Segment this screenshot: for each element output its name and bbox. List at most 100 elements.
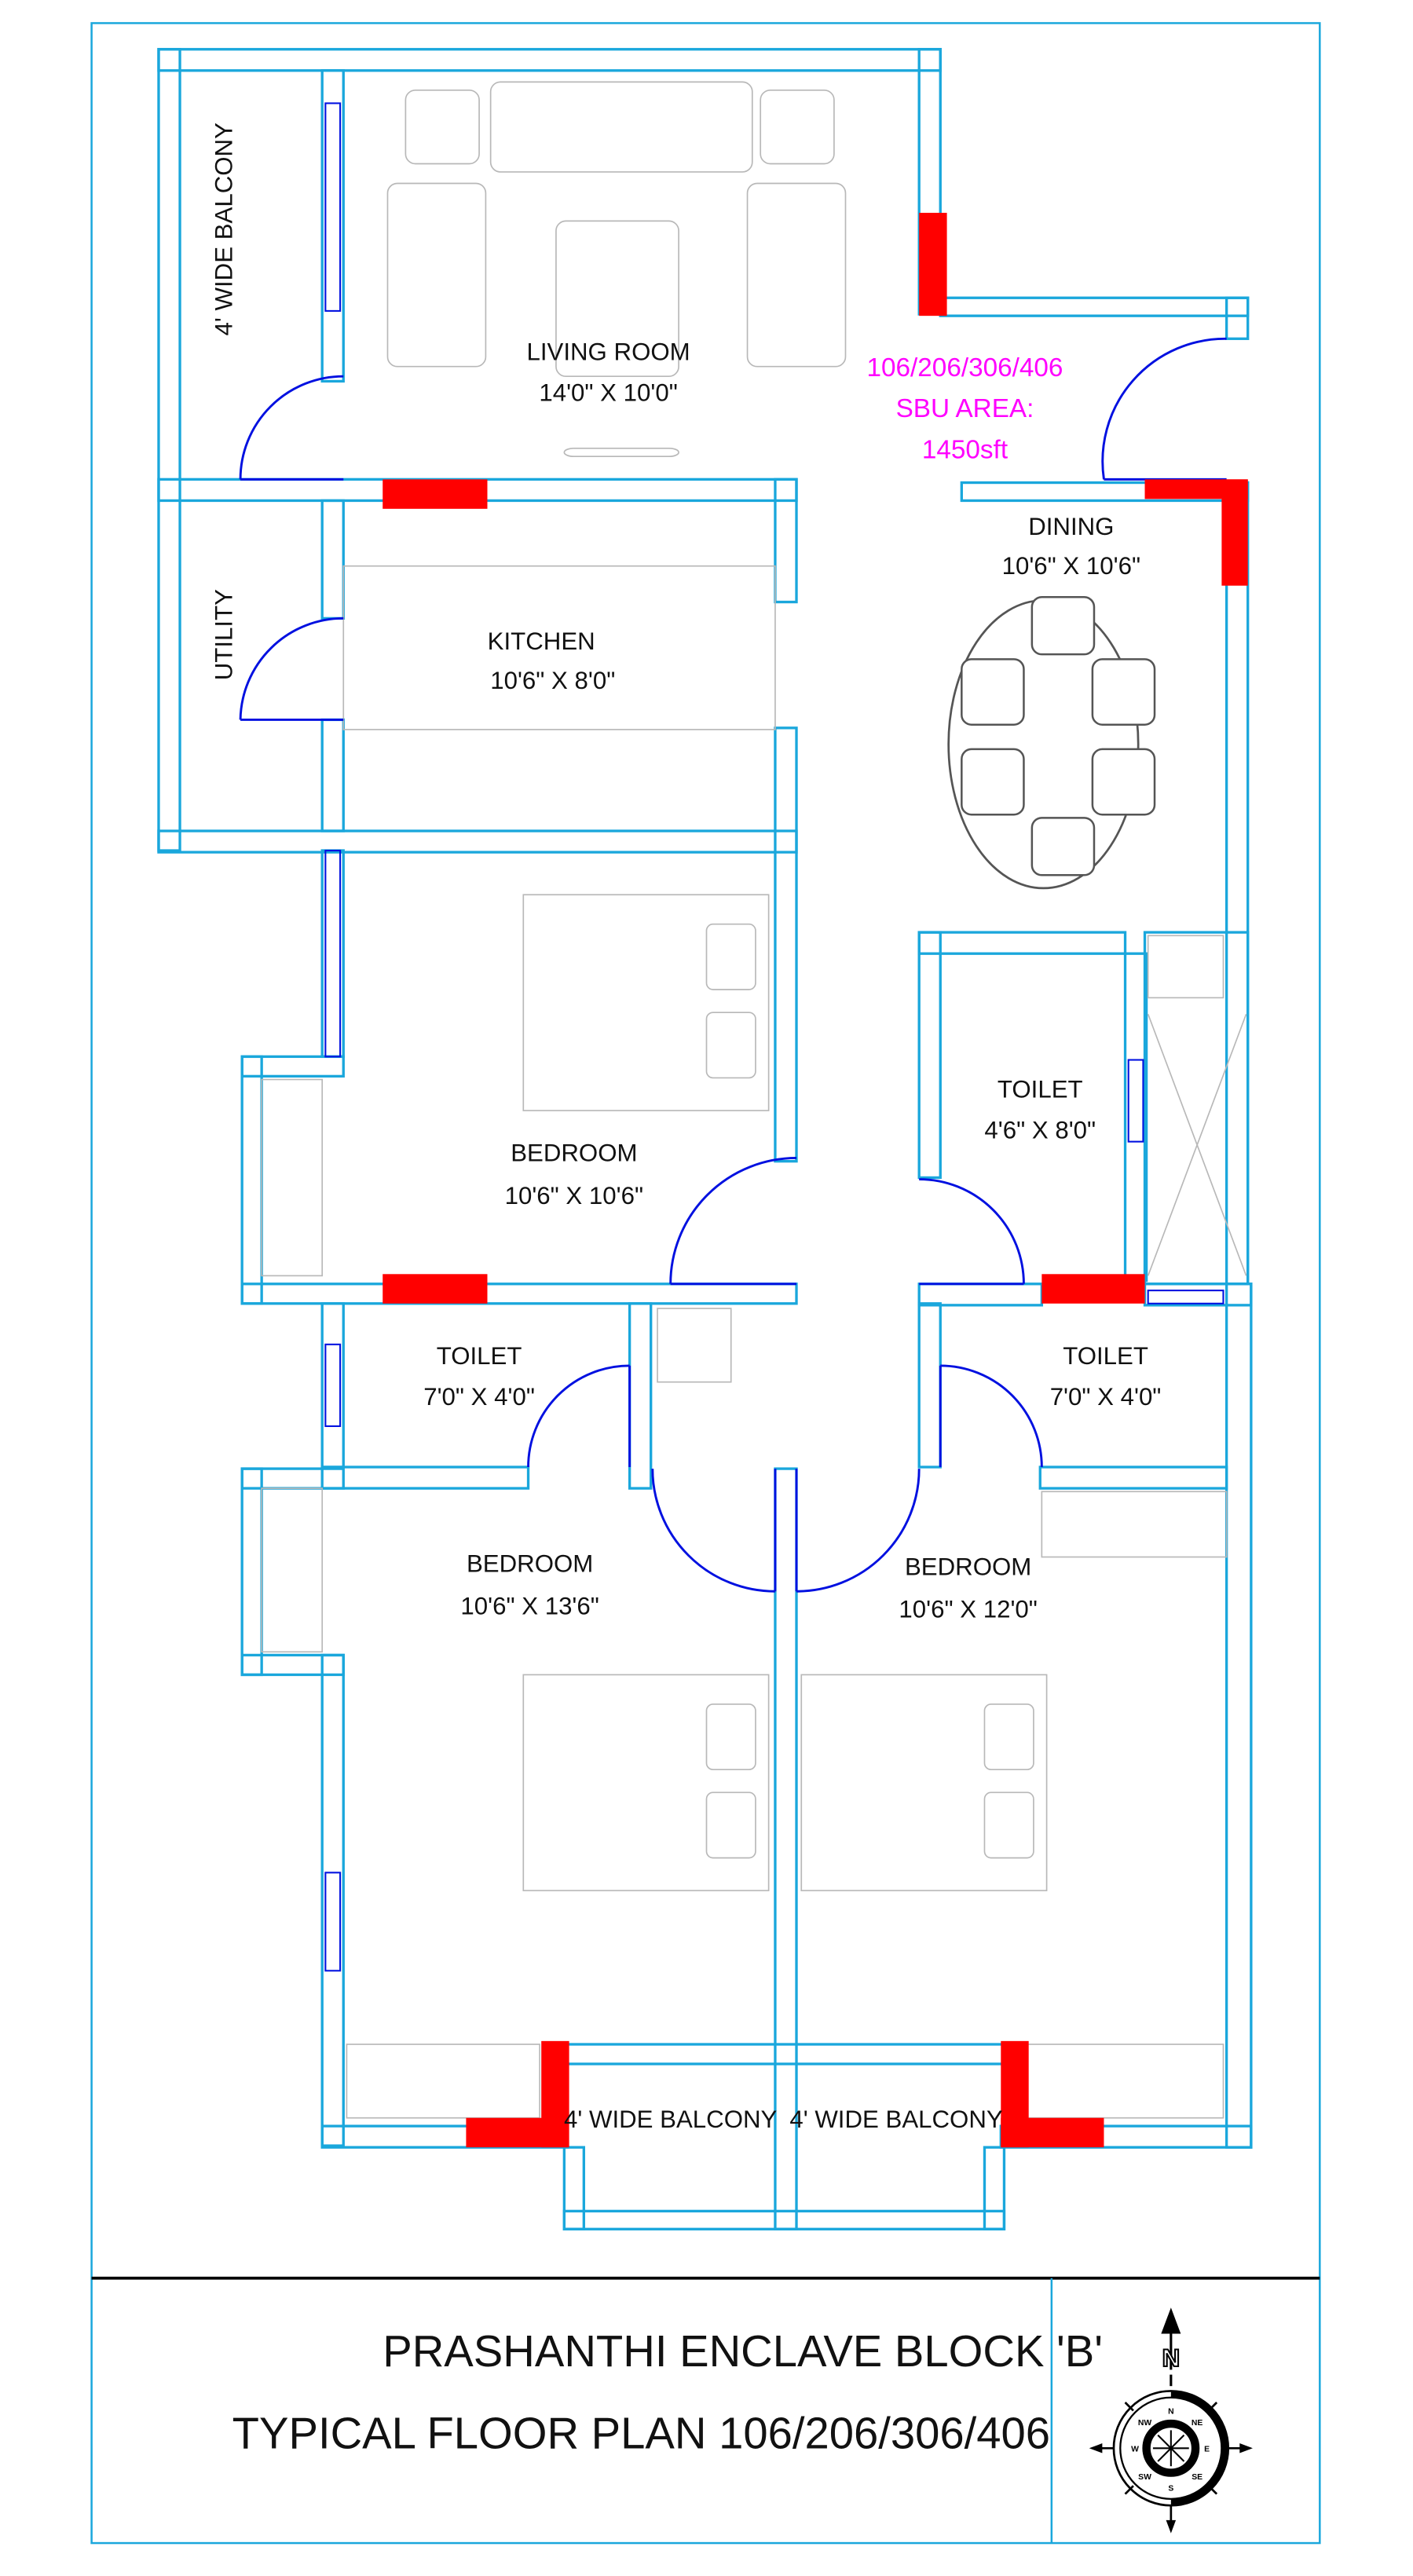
bedroom2-size: 10'6" X 13'6" — [460, 1592, 599, 1619]
wall-segment — [1224, 1283, 1253, 2149]
dining-chair — [1030, 596, 1096, 656]
balcony-bottom-right-label: 4' WIDE BALCONY — [789, 2106, 1003, 2133]
pillow — [705, 1791, 756, 1859]
door-swing-arc — [919, 1178, 1025, 1284]
wall-segment — [562, 2146, 586, 2230]
bed — [800, 1674, 1048, 1892]
column — [466, 2117, 568, 2148]
wardrobe — [261, 1078, 324, 1277]
wall-segment — [320, 69, 345, 383]
wardrobe — [1026, 2044, 1224, 2119]
sofa-furniture — [563, 447, 679, 458]
wall-segment — [320, 499, 345, 620]
dining-label: DINING — [1028, 513, 1114, 540]
wall-segment — [1143, 931, 1250, 1286]
wall-segment — [774, 726, 798, 1163]
wall-segment — [917, 931, 1127, 955]
walls — [157, 48, 1253, 2230]
wall-segment — [240, 1467, 345, 1490]
bedroom2-label: BEDROOM — [467, 1550, 593, 1577]
window — [324, 1872, 342, 1972]
sofa-furniture — [746, 182, 847, 368]
door-swing-arc — [651, 1469, 775, 1593]
wardrobe — [1041, 1491, 1228, 1558]
kitchen-size: 10'6" X 8'0" — [490, 667, 615, 694]
sofa-furniture — [489, 81, 753, 173]
column — [383, 479, 488, 509]
window — [324, 102, 342, 312]
door-swing-arc — [239, 375, 344, 480]
door-swing-arc — [527, 1364, 630, 1467]
wall-segment — [562, 2043, 1006, 2066]
dining-chair — [1091, 658, 1156, 726]
wall-segment — [628, 1302, 653, 1490]
wall-segment — [320, 1465, 530, 1490]
dining-size: 10'6" X 10'6" — [1002, 552, 1140, 580]
wall-segment — [1224, 481, 1250, 1286]
toilet3-label: TOILET — [1063, 1342, 1148, 1370]
wall-segment — [774, 478, 798, 604]
wall-segment — [917, 1302, 942, 1469]
bedroom3-label: BEDROOM — [905, 1553, 1031, 1580]
compass-label-se: SE — [1192, 2473, 1203, 2482]
door-swings — [239, 337, 1227, 1593]
compass-label-ne: NE — [1192, 2419, 1203, 2428]
wall-segment — [917, 1283, 1044, 1307]
column — [1001, 2117, 1104, 2148]
door-swing-arc — [239, 617, 344, 720]
drawing-title: TYPICAL FLOOR PLAN 106/206/306/406 — [232, 2408, 1050, 2457]
wall-segment — [562, 2209, 1006, 2230]
column — [919, 212, 947, 317]
wall-segment — [983, 2146, 1006, 2230]
wall-segment — [157, 48, 942, 72]
wall-segment — [939, 296, 1250, 317]
bed — [522, 1674, 770, 1892]
wall-segment — [1224, 296, 1250, 340]
wall-segment — [320, 718, 345, 832]
wardrobe — [346, 2044, 540, 2119]
door-swing-arc — [1101, 337, 1227, 480]
pillow — [983, 1791, 1034, 1859]
sofa-furniture — [386, 182, 487, 368]
sbu-area-label: SBU AREA: — [896, 394, 1034, 423]
wall-segment — [1143, 1283, 1253, 1307]
balcony-left-label: 4' WIDE BALCONY — [210, 123, 238, 336]
wall-segment — [1038, 1465, 1228, 1490]
wall-segment — [917, 931, 942, 1180]
pillow — [705, 923, 756, 990]
compass-label-s: S — [1168, 2484, 1173, 2493]
wall-segment — [240, 1055, 345, 1078]
living-room-size: 14'0" X 10'0" — [539, 379, 677, 406]
wall-segment — [157, 829, 798, 854]
compass-label-w: W — [1131, 2445, 1139, 2453]
door-swing-arc — [940, 1364, 1043, 1467]
sofa-furniture — [404, 89, 480, 165]
north-compass-icon: N N NE E SE S SW W NW — [1089, 2307, 1253, 2534]
wall-segment — [320, 1653, 345, 2147]
wall-segment — [240, 1283, 798, 1305]
column — [1221, 479, 1248, 586]
project-title: PRASHANTHI ENCLAVE BLOCK 'B' — [383, 2326, 1103, 2376]
toilet2-label: TOILET — [437, 1342, 522, 1370]
toilet1-label: TOILET — [998, 1075, 1083, 1103]
compass-label-n: N — [1168, 2408, 1174, 2417]
dining-chair — [1030, 817, 1096, 876]
bedroom1-size: 10'6" X 10'6" — [505, 1182, 643, 1209]
toilet1-size: 4'6" X 8'0" — [984, 1116, 1096, 1143]
kitchen-label: KITCHEN — [488, 628, 595, 655]
dining-chair — [961, 658, 1025, 726]
unit-numbers: 106/206/306/406 — [866, 353, 1063, 382]
window — [324, 1343, 342, 1427]
column — [383, 1274, 488, 1304]
window — [1147, 1290, 1224, 1304]
compass-label-e: E — [1204, 2445, 1210, 2453]
compass-label-sw: SW — [1138, 2473, 1151, 2482]
wardrobe — [261, 1487, 324, 1653]
wall-segment — [240, 1653, 345, 1677]
living-room-label: LIVING ROOM — [526, 338, 690, 365]
bed — [522, 894, 770, 1111]
pillow — [705, 1012, 756, 1079]
sink — [657, 1308, 732, 1383]
kitchen-counter — [342, 565, 776, 730]
